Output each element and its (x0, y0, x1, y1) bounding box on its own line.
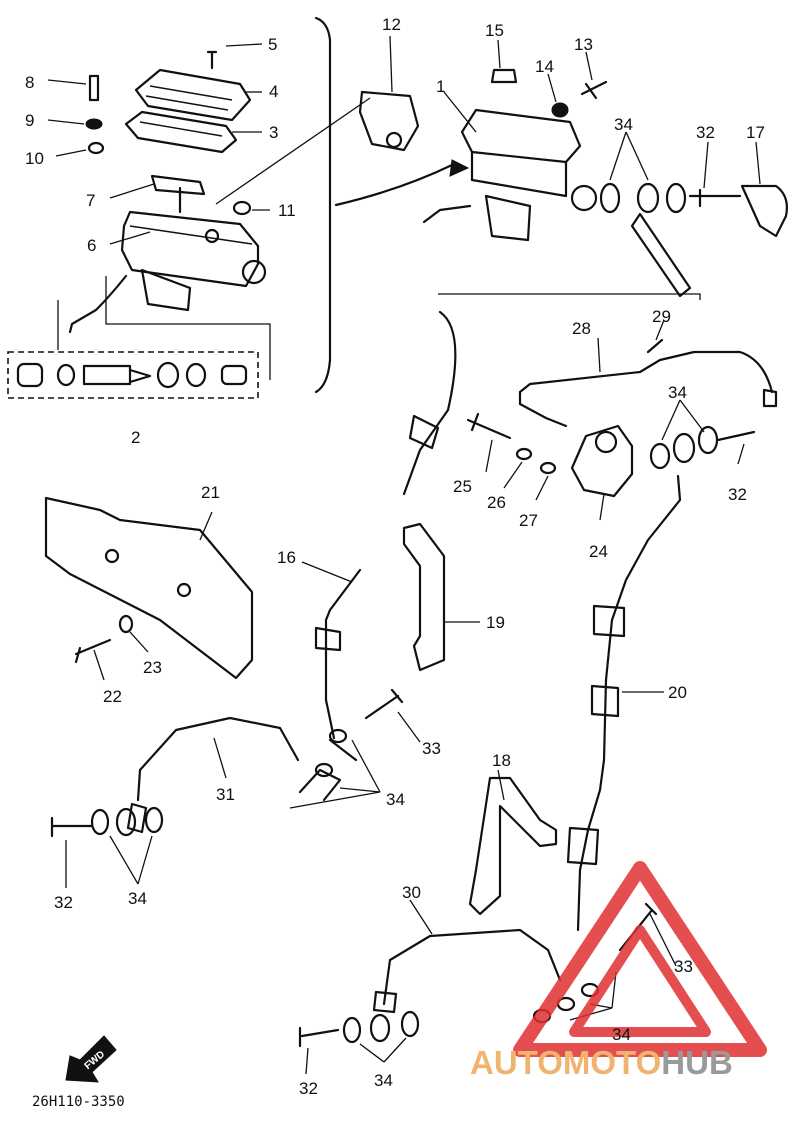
label-34-c: 34 (386, 790, 405, 809)
bracket-19 (402, 522, 446, 672)
label-23: 23 (143, 658, 162, 677)
label-19: 19 (486, 613, 505, 632)
label-32-c: 32 (54, 893, 73, 912)
master-cylinder-assembled (358, 68, 608, 242)
watermark-logo-icon (513, 861, 767, 1057)
label-20: 20 (668, 683, 687, 702)
label-33-a: 33 (422, 739, 441, 758)
label-34-b: 34 (668, 383, 687, 402)
label-1: 1 (436, 77, 445, 96)
label-13: 13 (574, 35, 593, 54)
label-32-d: 32 (299, 1079, 318, 1098)
label-6: 6 (87, 236, 96, 255)
fwd-arrow-icon: FWD (65, 1035, 117, 1083)
label-34-d: 34 (128, 889, 147, 908)
bracket-18 (468, 776, 558, 916)
label-33-b: 33 (674, 957, 693, 976)
junction-24 (466, 412, 756, 498)
label-10: 10 (25, 149, 44, 168)
label-29: 29 (652, 307, 671, 326)
label-30: 30 (402, 883, 421, 902)
watermark-text: AUTOMOTOHUB (470, 1044, 733, 1081)
label-34-e: 34 (374, 1071, 393, 1090)
label-25: 25 (453, 477, 472, 496)
label-27: 27 (519, 511, 538, 530)
label-7: 7 (86, 191, 95, 210)
label-14: 14 (535, 57, 554, 76)
label-3: 3 (269, 123, 278, 142)
label-8: 8 (25, 73, 34, 92)
label-32-a: 32 (696, 123, 715, 142)
label-34-f: 34 (612, 1025, 631, 1044)
label-26: 26 (487, 493, 506, 512)
kit-parts (16, 361, 248, 389)
label-24: 24 (589, 542, 608, 561)
watermark-text-gray: HUB (661, 1044, 733, 1081)
kit-box (7, 351, 259, 399)
drawing-code: 26H110-3350 (32, 1094, 125, 1110)
label-11: 11 (278, 201, 296, 220)
brake-hose-30 (372, 928, 562, 1014)
label-32-b: 32 (728, 485, 747, 504)
label-5: 5 (268, 35, 277, 54)
assembly-arrow (334, 163, 454, 207)
label-2: 2 (131, 428, 140, 447)
watermark-text-orange: AUTOMOTO (470, 1044, 661, 1081)
label-17: 17 (746, 123, 765, 142)
label-4: 4 (269, 82, 278, 101)
bracket-21 (44, 496, 254, 680)
misc-fasteners (50, 614, 658, 1048)
separator-bracket (314, 16, 332, 394)
label-21: 21 (201, 483, 220, 502)
label-22: 22 (103, 687, 122, 706)
label-16: 16 (277, 548, 296, 567)
label-18: 18 (492, 751, 511, 770)
right-seals (599, 182, 788, 298)
leader-lines (47, 35, 761, 1075)
brake-hose-20 (566, 474, 682, 932)
assembly-arrowhead (449, 159, 470, 177)
label-34-a: 34 (614, 115, 633, 134)
label-12: 12 (382, 15, 401, 34)
part-labels: 1 2 3 4 5 6 7 8 9 10 11 12 13 14 15 16 1… (25, 15, 765, 1098)
label-15: 15 (485, 21, 504, 40)
brake-hose-16 (298, 310, 457, 802)
label-9: 9 (25, 111, 34, 130)
brake-pipe-28 (518, 338, 778, 428)
master-cylinder-exploded (68, 50, 267, 334)
label-31: 31 (216, 785, 235, 804)
label-28: 28 (572, 319, 591, 338)
brake-hose-31 (126, 716, 300, 834)
